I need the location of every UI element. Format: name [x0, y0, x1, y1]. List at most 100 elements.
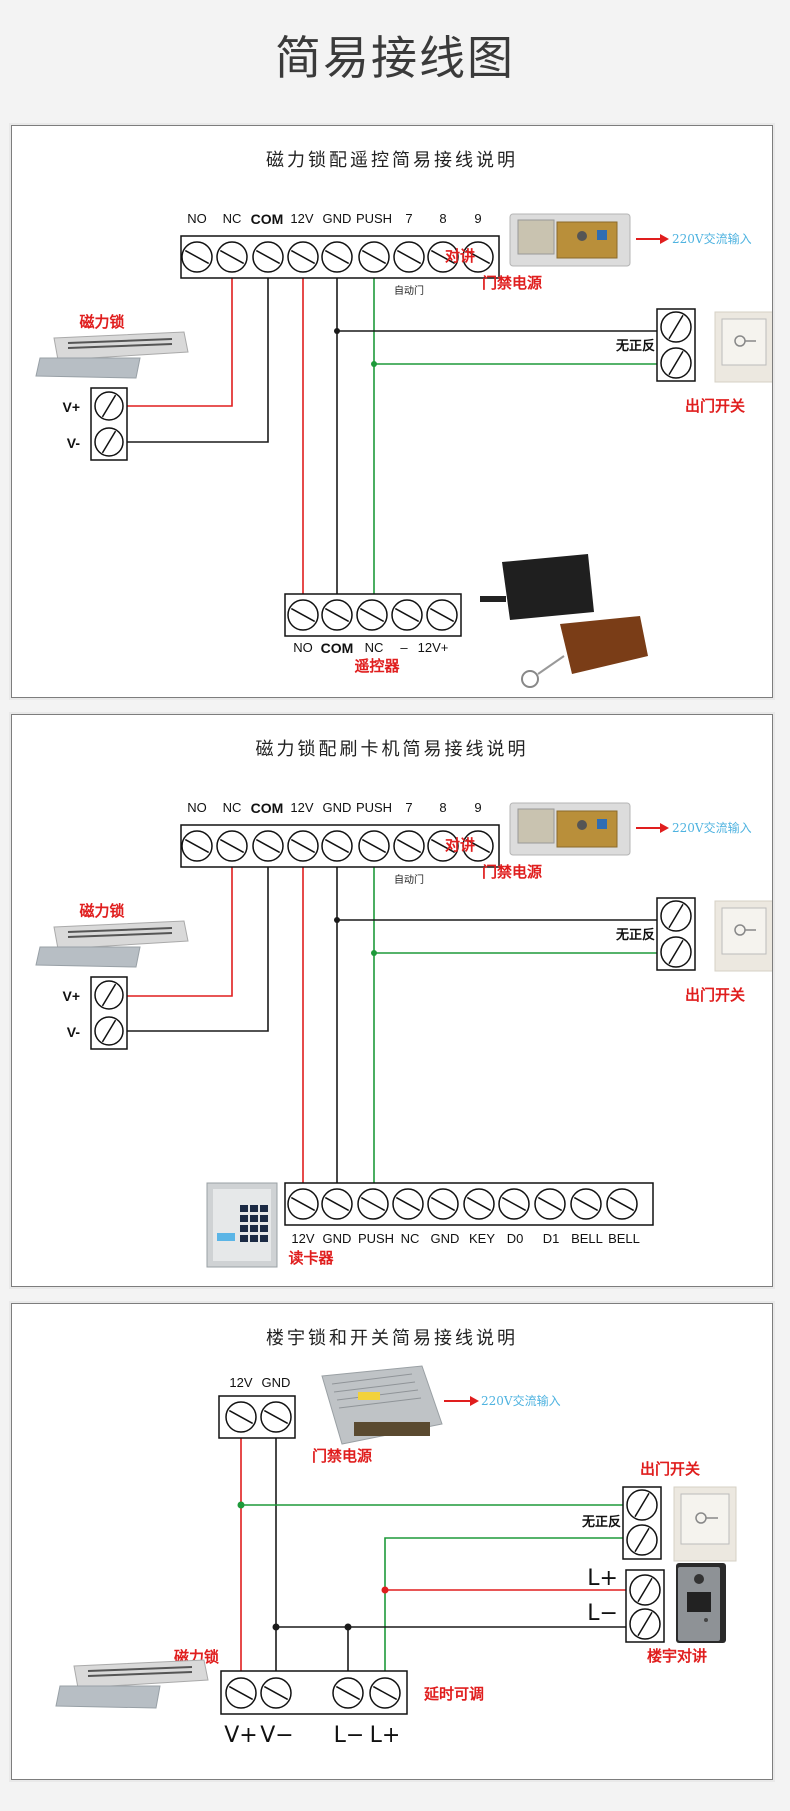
diagram-intercom: 楼宇锁和开关简易接线说明 12V GND 220V交流输入 门禁电源 出门开关 — [55, 1328, 737, 1748]
wire-nc-to-vplus — [112, 256, 233, 407]
controller-terminal-labels: NO NC COM 12V GND PUSH 7 8 9 — [187, 211, 481, 227]
power-supply-image — [509, 213, 631, 267]
terminal-label: COM — [251, 800, 284, 816]
terminal-screw — [660, 347, 692, 379]
terminal-label: 12V+ — [418, 640, 449, 655]
terminal-label: GND — [431, 1231, 460, 1246]
switching-power-supply-image — [321, 1365, 443, 1445]
terminal-screw — [393, 241, 425, 273]
terminal-screw — [426, 599, 458, 631]
terminal-label: NC — [401, 1231, 420, 1246]
panel-title: 磁力锁配遥控简易接线说明 — [266, 150, 518, 171]
terminal-label: NC — [223, 211, 242, 226]
terminal-label: NO — [293, 640, 313, 655]
wire-com-to-vminus — [112, 845, 269, 1032]
diagram-remote: 磁力锁配遥控简易接线说明 NO NC COM 12V GND PUSH 7 8 … — [35, 150, 772, 688]
terminal-screw — [225, 1677, 257, 1709]
remote-label: 遥控器 — [354, 657, 400, 675]
terminal-screw — [216, 830, 248, 862]
delay-label: 延时可调 — [423, 1685, 484, 1703]
wire-nc-to-vplus — [112, 845, 233, 997]
terminal-screw — [570, 1188, 602, 1220]
maglock-image — [55, 1659, 209, 1709]
terminal-label: GND — [323, 211, 352, 226]
wires — [237, 1428, 628, 1682]
terminal-screw — [321, 1188, 353, 1220]
terminal-label: NC — [223, 800, 242, 815]
panel-title: 楼宇锁和开关简易接线说明 — [266, 1328, 518, 1349]
psu-terminal-label: GND — [262, 1375, 291, 1390]
terminal-screw — [252, 830, 284, 862]
terminal-label: 12V — [291, 1231, 314, 1246]
terminal-screw — [358, 830, 390, 862]
terminal-label: BELL — [608, 1231, 640, 1246]
lock-terminal-label: L+ — [370, 1723, 401, 1748]
panel-title: 磁力锁配刷卡机简易接线说明 — [256, 739, 529, 760]
terminal-label: 12V — [290, 800, 313, 815]
wire-exit-to-lplus — [384, 1537, 625, 1682]
terminal-screw — [462, 830, 494, 862]
terminal-screw — [356, 599, 388, 631]
reader-label: 读卡器 — [288, 1249, 334, 1267]
junction-dot — [272, 1623, 280, 1631]
terminal-label: 9 — [474, 800, 481, 815]
terminal-label: 9 — [474, 211, 481, 226]
card-reader-image — [206, 1182, 278, 1268]
exit-switch-label: 出门开关 — [640, 1460, 700, 1478]
remote-terminal-block — [284, 593, 462, 637]
wire-com-to-vminus — [112, 256, 269, 443]
terminal-screw — [629, 1608, 661, 1640]
exit-polarity-label: 无正反 — [615, 338, 655, 354]
terminal-label: 7 — [405, 211, 412, 226]
remote-terminal-labels: NO COM NC – 12V+ — [293, 640, 448, 656]
terminal-screw — [358, 241, 390, 273]
terminal-screw — [287, 830, 319, 862]
terminal-label: PUSH — [356, 800, 392, 815]
terminal-screw — [462, 241, 494, 273]
terminal-screw — [332, 1677, 364, 1709]
remote-receiver-image — [480, 554, 648, 688]
power-label: 门禁电源 — [482, 274, 542, 292]
terminal-label: 12V — [290, 211, 313, 226]
terminal-label: NC — [365, 640, 384, 655]
controller-terminal-block — [180, 235, 500, 279]
terminal-label: 7 — [405, 800, 412, 815]
controller-terminal-labels: NO NC COM 12V GND PUSH 7 8 9 — [187, 800, 481, 816]
intercom-terminal-block — [625, 1569, 665, 1643]
terminal-screw — [216, 241, 248, 273]
junction-dot — [334, 328, 340, 334]
power-label: 门禁电源 — [482, 863, 542, 881]
power-label: 门禁电源 — [312, 1447, 372, 1465]
terminal-label: NO — [187, 800, 207, 815]
terminal-label: NO — [187, 211, 207, 226]
terminal-screw — [427, 241, 459, 273]
junction-dot — [344, 1623, 352, 1631]
exit-switch-image — [673, 1486, 737, 1562]
reader-terminal-block — [284, 1182, 654, 1226]
intercom-terminal-label: L+ — [587, 1566, 618, 1591]
terminal-screw — [287, 241, 319, 273]
reader-terminal-labels: 12V GND PUSH NC GND KEY D0 D1 BELL BELL — [291, 1231, 639, 1246]
wires — [112, 256, 657, 606]
terminal-label: D1 — [543, 1231, 560, 1246]
terminal-screw — [369, 1677, 401, 1709]
intercom-label: 对讲 — [445, 247, 475, 265]
terminal-screw — [392, 1188, 424, 1220]
terminal-screw — [463, 1188, 495, 1220]
diagram-card-reader: 磁力锁配刷卡机简易接线说明 NO NC COM 12V GND PUSH 7 8… — [35, 739, 772, 1268]
auto-door-label: 自动门 — [394, 284, 424, 297]
exit-polarity-label: 无正反 — [581, 1514, 621, 1530]
psu-terminal-block — [218, 1395, 296, 1439]
terminal-screw — [94, 1016, 124, 1046]
exit-switch-label: 出门开关 — [685, 397, 745, 415]
exit-switch-terminal-block — [656, 308, 696, 382]
junction-dot — [381, 1586, 389, 1594]
terminal-label: PUSH — [358, 1231, 394, 1246]
intercom-label: 楼宇对讲 — [647, 1647, 707, 1665]
terminal-screw — [660, 311, 692, 343]
terminal-label: 8 — [439, 800, 446, 815]
auto-door-label: 自动门 — [394, 873, 424, 886]
terminal-screw — [626, 1489, 658, 1521]
terminal-screw — [287, 599, 319, 631]
terminal-screw — [321, 241, 353, 273]
